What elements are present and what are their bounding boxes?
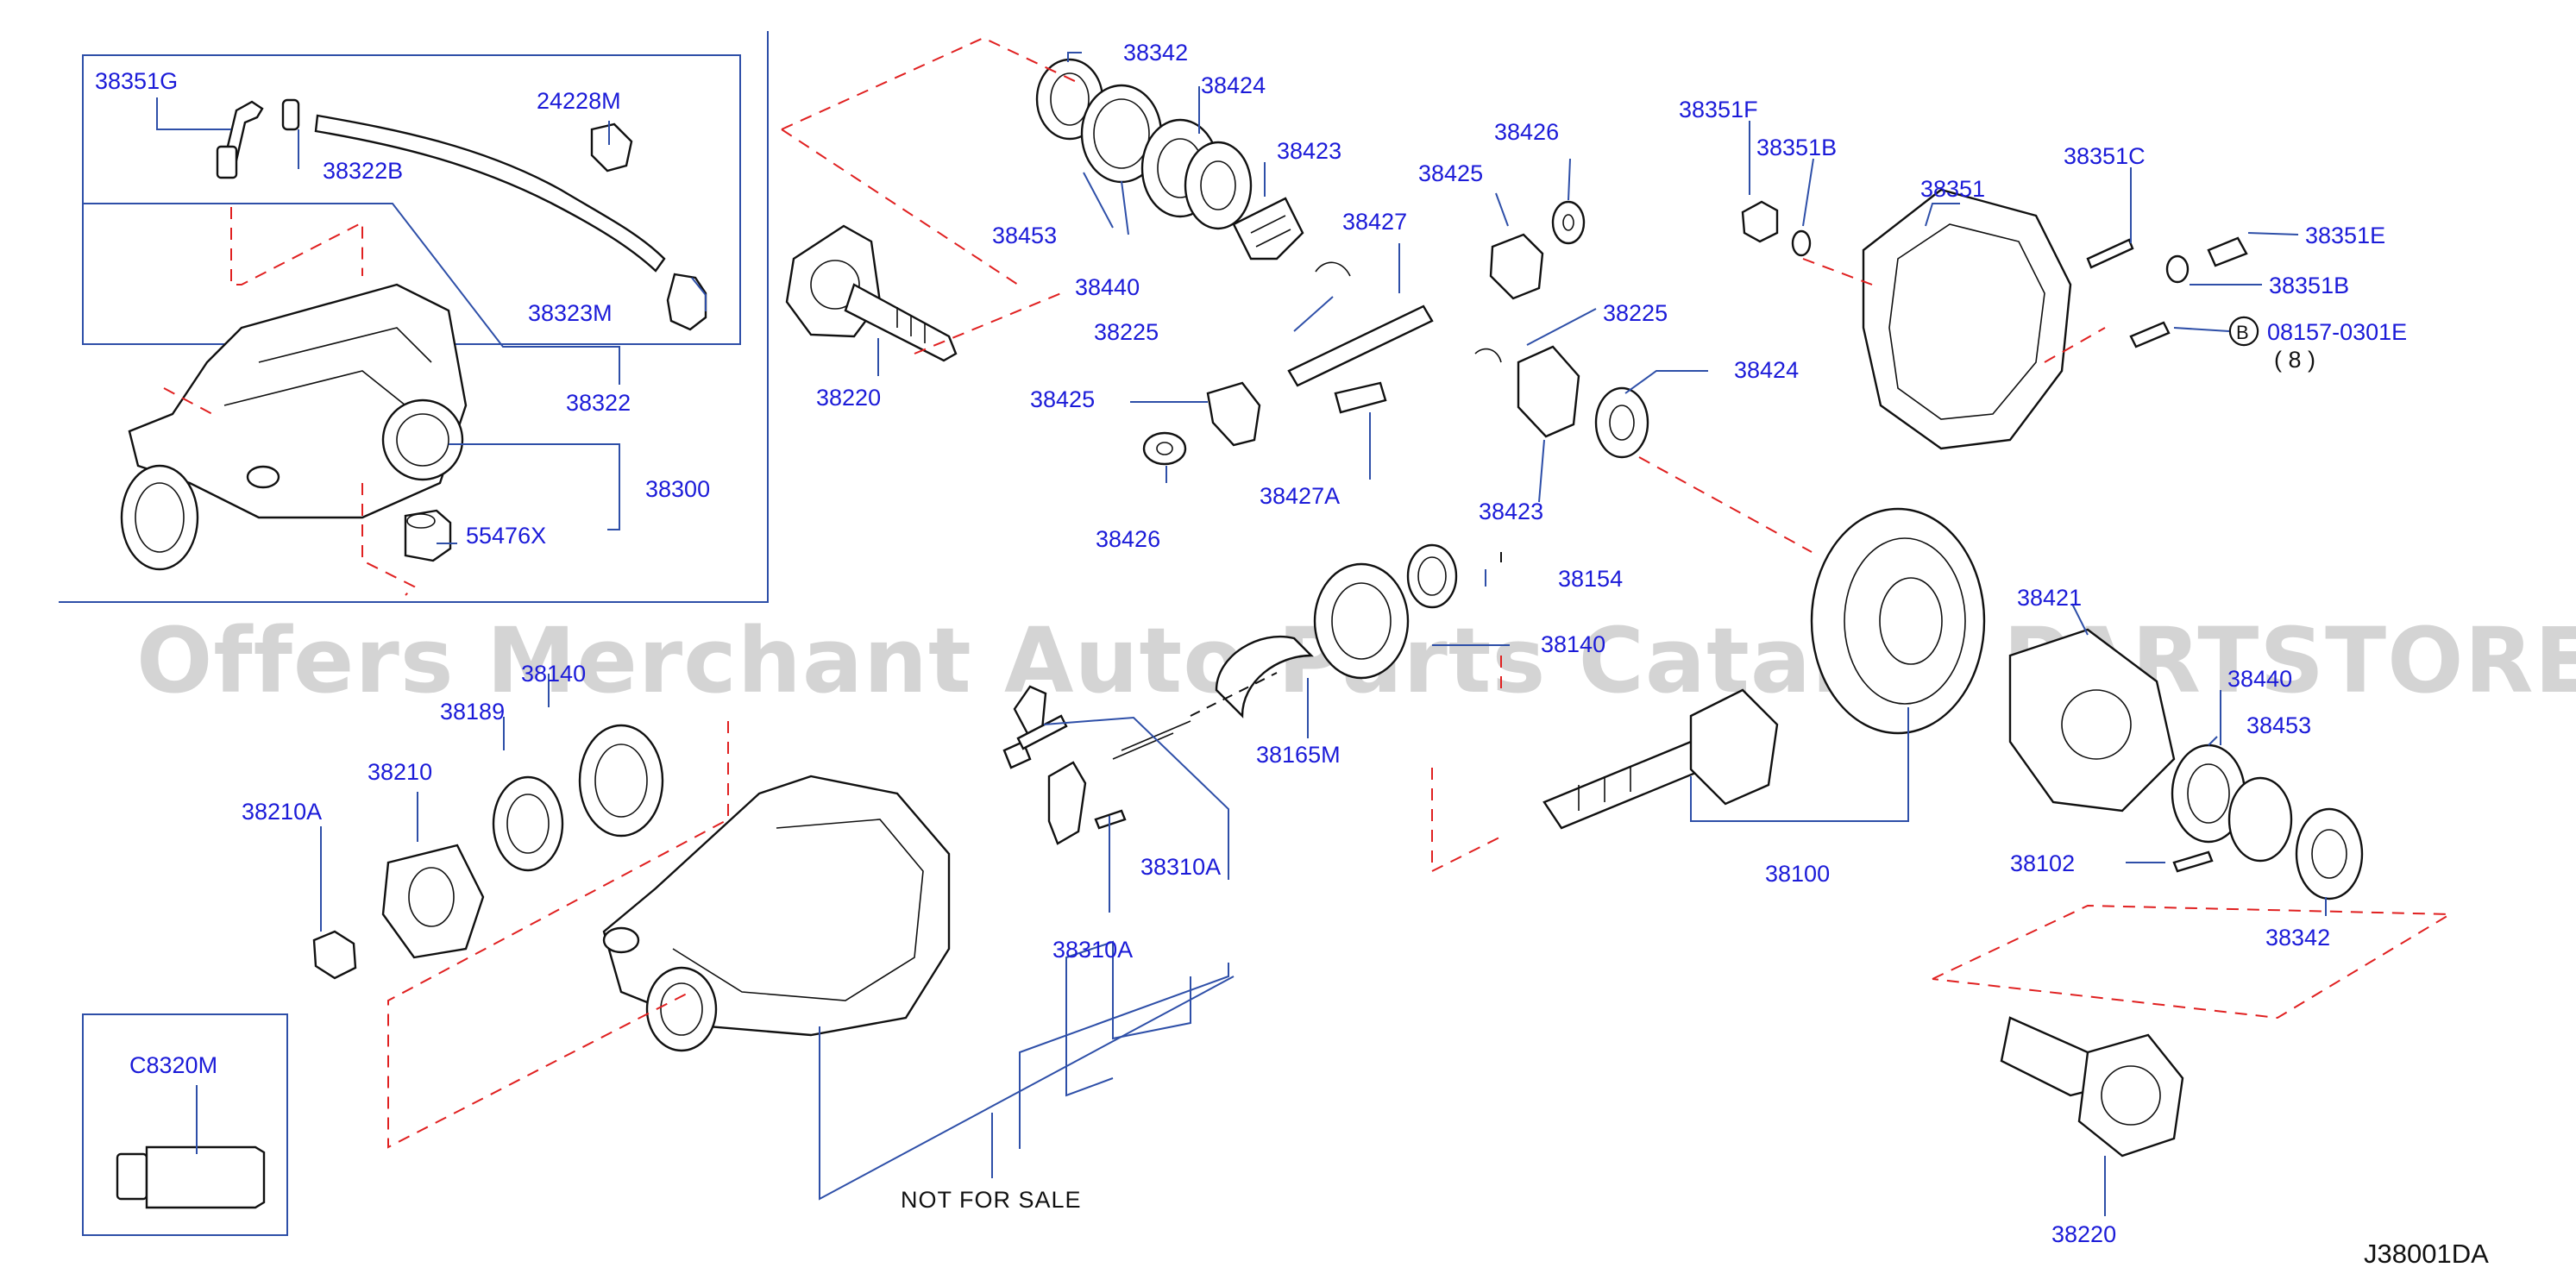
label-38426-right[interactable]: 38426 [1494, 119, 1559, 145]
dashed-guide-lines [163, 36, 2453, 1149]
label-38453-right[interactable]: 38453 [2246, 712, 2311, 738]
inset-frame-grease [82, 1013, 288, 1236]
label-38154[interactable]: 38154 [1558, 566, 1623, 592]
label-38210A[interactable]: 38210A [242, 799, 322, 825]
label-38423-top[interactable]: 38423 [1277, 138, 1341, 164]
label-38310A-upper[interactable]: 38310A [1140, 854, 1221, 880]
label-38351B-right[interactable]: 38351B [2269, 273, 2349, 298]
label-38351F[interactable]: 38351F [1679, 97, 1758, 122]
label-38323M[interactable]: 38323M [528, 300, 613, 326]
label-38423-right[interactable]: 38423 [1479, 499, 1543, 524]
bolt-marker-letter: B [2236, 322, 2249, 343]
label-38300[interactable]: 38300 [645, 476, 710, 502]
diagram-code: J38001DA [2364, 1239, 2489, 1269]
label-38165M[interactable]: 38165M [1256, 742, 1341, 768]
companion-flange-bottom [2000, 1016, 2184, 1158]
label-C8320M[interactable]: C8320M [129, 1052, 217, 1078]
label-38351G[interactable]: 38351G [95, 68, 178, 94]
grease-tube-drawing [116, 1145, 266, 1209]
differential-case-right [2008, 628, 2364, 900]
label-55476X[interactable]: 55476X [466, 523, 546, 549]
label-08157-0301E[interactable]: 08157-0301E [2267, 319, 2407, 345]
companion-flange-top [785, 224, 958, 362]
label-38426-left[interactable]: 38426 [1096, 526, 1160, 552]
label-38100[interactable]: 38100 [1765, 861, 1830, 887]
pinion-bearing-stack-middle [1002, 543, 1458, 845]
label-38427A[interactable]: 38427A [1260, 483, 1340, 509]
label-38342-top[interactable]: 38342 [1123, 40, 1188, 66]
label-38342-right[interactable]: 38342 [2265, 925, 2330, 951]
label-38102[interactable]: 38102 [2010, 850, 2075, 876]
cross-shaft-and-pinions [1142, 200, 1649, 466]
front-pinion-parts [312, 724, 664, 980]
breather-hose-parts [216, 98, 707, 331]
rear-cover-drawing [1741, 188, 2259, 450]
gear-carrier-case [602, 775, 951, 1052]
label-38220-bottom[interactable]: 38220 [2051, 1221, 2116, 1247]
ring-gear-and-pinion [1542, 507, 1986, 830]
label-38440-top[interactable]: 38440 [1075, 274, 1140, 300]
label-38351E[interactable]: 38351E [2305, 223, 2385, 248]
not-for-sale-note: NOT FOR SALE [901, 1187, 1082, 1213]
label-38425-right[interactable]: 38425 [1418, 160, 1483, 186]
label-38421[interactable]: 38421 [2017, 585, 2082, 611]
label-38351B-top[interactable]: 38351B [1756, 135, 1837, 160]
label-38220-top[interactable]: 38220 [816, 385, 881, 411]
bolt-marker-circle [2229, 317, 2259, 346]
label-38424-top[interactable]: 38424 [1201, 72, 1266, 98]
bolt-quantity: ( 8 ) [2274, 347, 2315, 373]
label-38322B[interactable]: 38322B [323, 158, 403, 184]
label-38322[interactable]: 38322 [566, 390, 631, 416]
label-38453-top[interactable]: 38453 [992, 223, 1057, 248]
differential-assembly-drawing [120, 283, 468, 571]
label-38189[interactable]: 38189 [440, 699, 505, 725]
label-38225-right[interactable]: 38225 [1603, 300, 1668, 326]
label-38210[interactable]: 38210 [368, 759, 432, 785]
label-38225-top[interactable]: 38225 [1094, 319, 1159, 345]
label-38351[interactable]: 38351 [1920, 176, 1985, 202]
label-38427[interactable]: 38427 [1342, 209, 1407, 235]
label-38440-right[interactable]: 38440 [2227, 666, 2292, 692]
pinion-bearing-stack-top [1035, 58, 1351, 277]
label-38140-right[interactable]: 38140 [1541, 631, 1605, 657]
part-number-labels: 38351G 38322B 24228M 38323M 38322 38300 … [95, 40, 2489, 1269]
label-24228M[interactable]: 24228M [537, 88, 621, 114]
label-38424-right[interactable]: 38424 [1734, 357, 1799, 383]
label-38425-left[interactable]: 38425 [1030, 386, 1095, 412]
leader-lines [83, 52, 2327, 1216]
label-38310A-lower[interactable]: 38310A [1052, 937, 1133, 963]
label-38140-left[interactable]: 38140 [521, 661, 586, 687]
label-38351C[interactable]: 38351C [2064, 143, 2146, 169]
